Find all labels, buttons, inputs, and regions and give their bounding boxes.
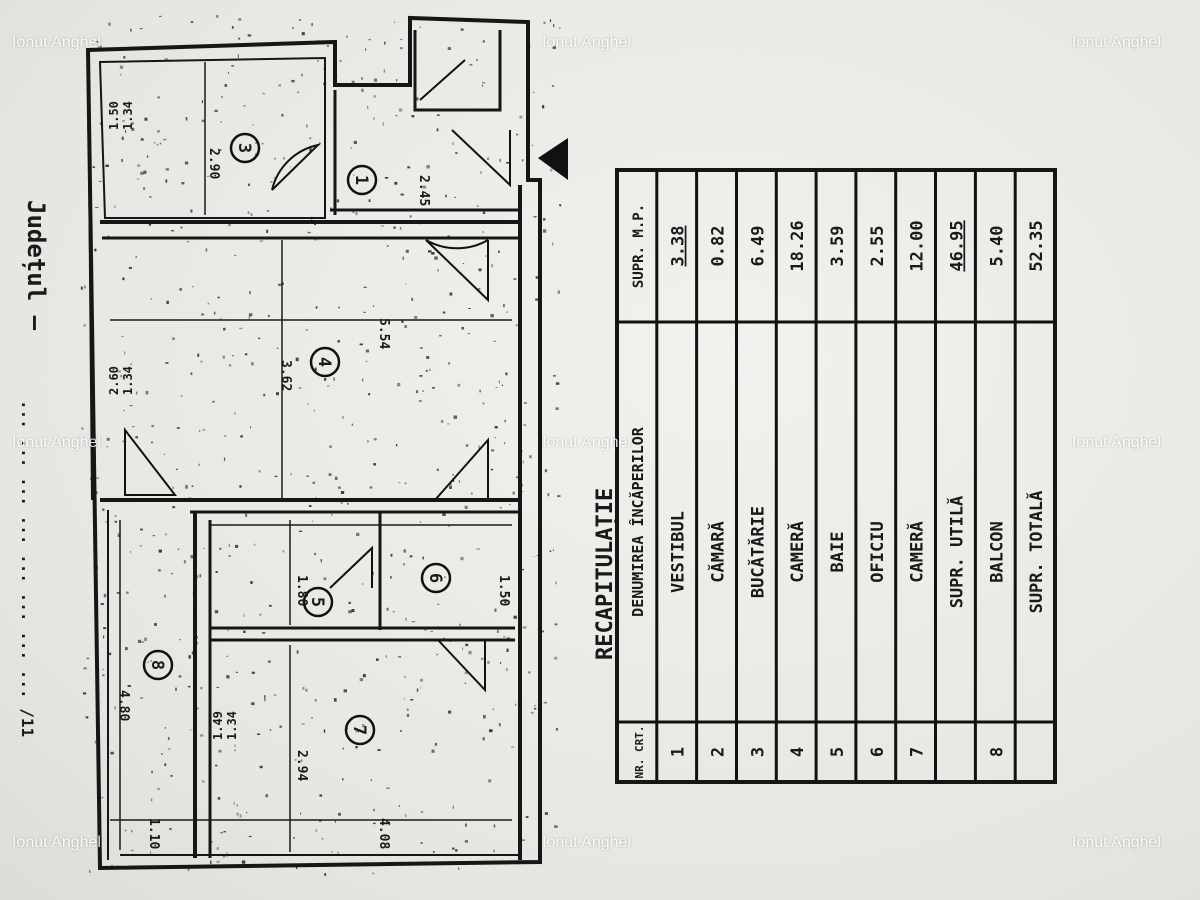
dimension-label: 4.80 bbox=[116, 690, 131, 721]
room-number: 6 bbox=[425, 573, 445, 583]
room-number: 8 bbox=[147, 660, 167, 670]
dimension-label: 4.08 bbox=[376, 818, 391, 849]
window-label: 1.50 bbox=[107, 101, 121, 130]
table-cell-area: 2.55 bbox=[868, 226, 888, 267]
judet-label: Județul – bbox=[22, 200, 50, 331]
table-cell-name: SUPR. UTILĂ bbox=[945, 496, 967, 609]
table-cell-area: 0.82 bbox=[709, 226, 729, 267]
door-swings bbox=[124, 59, 511, 693]
room-number: 4 bbox=[314, 357, 334, 367]
table-cell-area: 46.95 bbox=[947, 220, 967, 271]
dimension-lines bbox=[110, 62, 512, 852]
table-cell-nr: 3 bbox=[748, 747, 768, 757]
table-title: RECAPITULAȚIE bbox=[593, 488, 618, 660]
table-cell-nr: 8 bbox=[987, 747, 1007, 757]
watermark: Ionut Anghel bbox=[542, 434, 631, 451]
table-cell-area: 3.59 bbox=[828, 226, 848, 267]
watermark: Ionut Anghel bbox=[542, 34, 631, 51]
room-number-circle bbox=[309, 346, 341, 378]
table-cell-name: CĂMARĂ bbox=[707, 521, 729, 582]
summary-table: SUPR. M.P. DENUMIREA ÎNCĂPERILOR NR. CRT. 3… bbox=[615, 168, 1057, 784]
table-cell-area: 12.00 bbox=[908, 220, 928, 271]
window-label: 2.60 bbox=[107, 366, 121, 395]
table-cell-nr: 6 bbox=[868, 747, 888, 757]
watermark: Ionut Anghel bbox=[542, 834, 631, 851]
watermark: Ionut Anghel bbox=[12, 434, 101, 451]
room-number: 5 bbox=[307, 597, 327, 607]
table-header-area: SUPR. M.P. bbox=[631, 204, 647, 288]
dimension-label: 2.90 bbox=[206, 148, 221, 179]
table-cell-nr: 5 bbox=[828, 747, 848, 757]
room-number-circle bbox=[142, 649, 174, 681]
left-margin-text: ... ... ... ... ... ... ... ... /11 bbox=[18, 400, 37, 737]
window-label: 1.34 bbox=[121, 366, 135, 395]
table-cell-area: 3.38 bbox=[669, 226, 689, 267]
plan-walls bbox=[85, 15, 542, 871]
watermark: Ionut Anghel bbox=[1072, 34, 1161, 51]
room-number-circle bbox=[229, 132, 261, 164]
room-number-circle bbox=[420, 562, 452, 594]
dimension-label: 3.62 bbox=[278, 360, 293, 391]
table-cell-nr: 7 bbox=[908, 747, 928, 757]
room-number-circle bbox=[344, 714, 376, 746]
window-label: 1.34 bbox=[225, 711, 239, 740]
watermark: Ionut Anghel bbox=[12, 34, 101, 51]
window-label: 1.49 bbox=[211, 711, 225, 740]
table-cell-area: 52.35 bbox=[1027, 220, 1047, 271]
dimension-label: 1.50 bbox=[496, 575, 511, 606]
room-number-circle bbox=[346, 164, 378, 196]
scan-noise bbox=[80, 15, 562, 876]
table-cell-area: 6.49 bbox=[748, 226, 768, 267]
room-number-circle bbox=[302, 586, 334, 618]
table-cell-nr: 4 bbox=[788, 747, 808, 757]
dimension-label: 1.10 bbox=[146, 818, 161, 849]
room-number: 3 bbox=[234, 143, 254, 153]
table-cell-name: BUCĂTĂRIE bbox=[746, 506, 768, 598]
table-cell-area: 18.26 bbox=[788, 220, 808, 271]
dimension-labels: 2.45 2.90 3.62 5.54 1.80 1.50 2.94 4.08 4.80 1.10… bbox=[107, 101, 511, 849]
window-label: 1.34 bbox=[121, 101, 135, 130]
table-cell-area: 5.40 bbox=[987, 226, 1007, 267]
watermark: Ionut Anghel bbox=[12, 834, 101, 851]
table-cell-name: CAMERĂ bbox=[906, 521, 928, 582]
table-header-name: DENUMIREA ÎNCĂPERILOR bbox=[628, 426, 647, 617]
table-cell-name: VESTIBUL bbox=[669, 511, 689, 593]
dimension-label: 2.45 bbox=[416, 175, 431, 206]
table-cell-nr: 2 bbox=[709, 747, 729, 757]
table-header-nr: NR. CRT. bbox=[633, 726, 646, 779]
dimension-label: 5.54 bbox=[376, 318, 391, 349]
table-cell-name: BAIE bbox=[828, 532, 848, 573]
room-number: 1 bbox=[351, 175, 371, 185]
table-cell-name: CAMERĂ bbox=[786, 521, 808, 582]
room-numbers: 1 3 4 5 6 7 8 bbox=[142, 132, 452, 746]
dimension-label: 2.94 bbox=[294, 750, 309, 781]
table-cell-name: OFICIU bbox=[868, 521, 888, 582]
table-cell-name: SUPR. TOTALĂ bbox=[1025, 491, 1047, 614]
room-number: 7 bbox=[349, 725, 369, 735]
table-cell-name: BALCON bbox=[987, 521, 1007, 582]
table-cell-nr: 1 bbox=[669, 747, 689, 757]
watermark: Ionut Anghel bbox=[1072, 434, 1161, 451]
watermark: Ionut Anghel bbox=[1072, 834, 1161, 851]
north-arrow-icon bbox=[538, 138, 568, 180]
dimension-label: 1.80 bbox=[294, 575, 309, 606]
